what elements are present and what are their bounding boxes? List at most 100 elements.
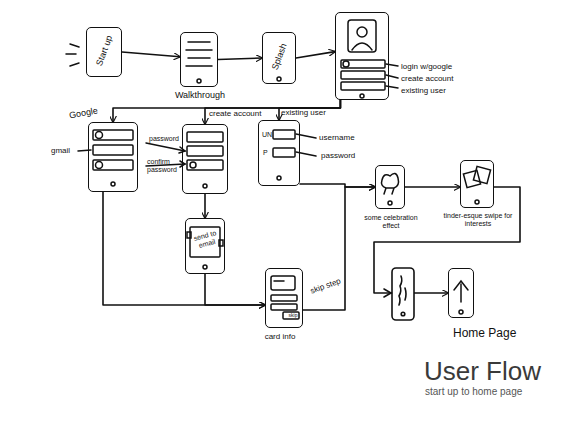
screen-label: create account [209,110,279,119]
screen-label: P [263,149,273,157]
sketch-marks [341,60,385,68]
screen-label: existing user [401,87,486,96]
phone-screen: Start up [86,27,122,77]
sketch-marks [188,41,210,43]
sketch-marks [93,130,133,140]
loading-phone-sketch [384,268,414,320]
sketch-marks [277,176,281,180]
sketch-marks [203,265,207,269]
sketch-marks [386,75,398,78]
sketch-marks [190,162,196,168]
loading-phone-sketch [399,276,402,305]
sketch-marks [111,182,115,186]
screen-label: send to email [191,229,220,251]
screen-label: confirm password [147,158,183,173]
phone-screen: Googlegmail [88,122,138,192]
sketch-marks [146,143,185,151]
phone-screen: Home Page [448,268,474,318]
screen-label: login w/google [401,63,486,72]
screen-label: gmail [51,147,81,156]
sketch-marks [382,173,399,194]
phone-screen: existing userUNPusernamepassword [258,120,300,186]
screen-label: existing user [281,109,341,118]
sketch-marks [463,170,480,187]
flow-arrow [122,52,180,57]
screen-label: Google [68,105,109,122]
sketch-marks [475,200,479,204]
phone-screen: Walkthrough [180,32,218,87]
flow-arrow [103,192,265,305]
screen-label: create account [401,75,486,84]
screen-label: password [149,135,185,143]
sketch-marks [271,295,297,301]
sketch-marks [219,240,223,246]
sketch-marks [186,49,212,51]
sketch-marks [348,20,376,52]
screen-label: Walkthrough [167,91,233,101]
screen-label: Home Page [453,327,543,340]
flow-arrow [205,274,265,305]
sketch-marks [343,61,349,67]
flow-arrow [204,194,206,218]
phone-screen: skipcard info [265,268,303,328]
screen-label: Start up [91,23,119,79]
phone-screen: login w/googlecreate accountexisting use… [335,12,389,100]
sketch-marks [352,43,372,50]
sketch-marks [187,146,223,156]
flow-arrow [405,186,460,188]
phone-screen: Splash [262,32,296,84]
sketch-marks [96,132,103,139]
sketch-marks [70,44,79,47]
sketch-marks [296,152,316,156]
sketch-marks [188,57,210,59]
flow-arrow [218,58,262,60]
screen-label: some celebration effect [358,214,424,229]
diagram-title: User Flow [424,356,541,387]
sketch-marks [66,20,491,319]
sketch-marks [70,63,79,66]
phone-screen: create accountpasswordconfirm password [182,124,228,194]
sketch-marks [277,77,281,81]
sketch-marks [197,79,201,83]
loading-phone-sketch [392,268,414,320]
sketch-marks [341,82,385,90]
sketch-marks [187,232,191,238]
sketch-marks [274,280,284,282]
sketch-marks [271,276,295,290]
flow-arrow [303,187,375,310]
sketch-marks [271,304,297,310]
sketch-marks [273,148,295,157]
screen-label: tinder-esque swipe for interests [441,212,515,227]
sketch-marks [386,86,398,88]
sketch-marks [273,130,295,139]
sketch-marks [190,227,220,257]
sketch-marks [93,145,133,155]
flow-arrow [279,100,340,120]
phone-screen: some celebration effect [375,165,405,209]
sketch-marks [186,65,212,67]
screen-label: password [321,152,376,161]
screen-label: card info [250,333,310,342]
sketch-marks [357,27,367,37]
flow-arrow [296,52,335,58]
sketch-marks [296,134,316,138]
loading-phone-sketch [384,289,391,297]
sketch-marks [93,160,133,170]
edge-label: skip step [310,276,345,296]
sketch-marks [187,160,223,170]
sketch-marks [459,310,463,314]
sketch-marks [473,166,490,183]
diagram-caption: start up to home page [425,386,522,397]
phone-screen: send to email [185,218,225,274]
flow-arrow [113,100,340,122]
sketch-marks [96,162,103,169]
loading-phone-sketch [401,312,405,316]
sketch-marks [66,53,76,55]
sketch-marks [386,64,398,66]
loading-phone-sketch [405,288,406,300]
sketch-marks [203,184,207,188]
sketch-marks [341,71,385,79]
sketch-marks [388,201,392,205]
sketch-marks [187,132,223,142]
